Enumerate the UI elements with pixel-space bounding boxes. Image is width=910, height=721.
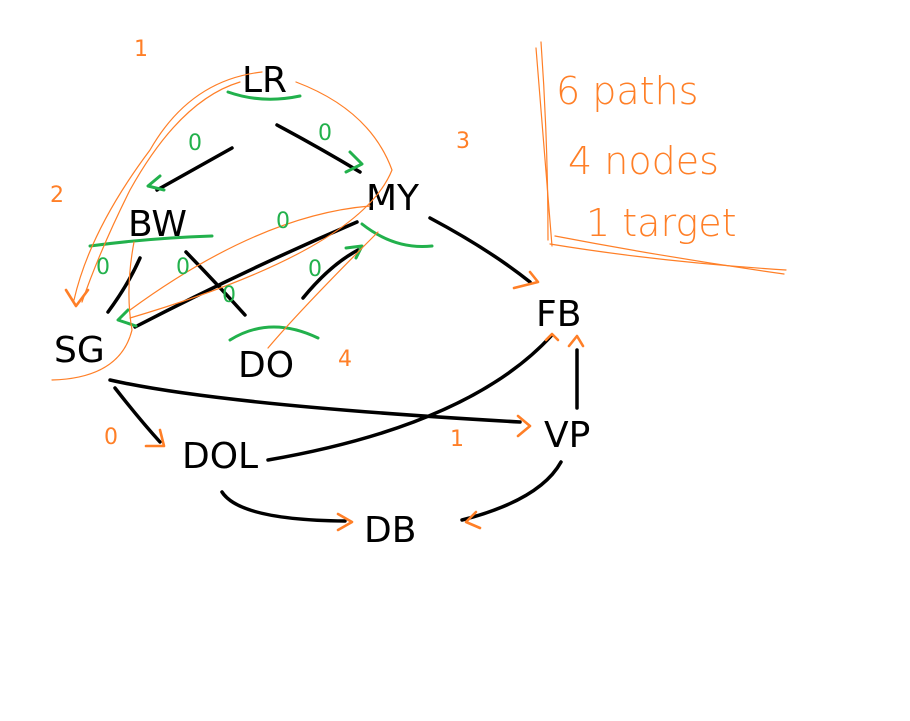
- orange-annotations: 1 2 3 4: [50, 37, 585, 532]
- orange-arrowhead-vp: [516, 414, 532, 438]
- node-lr: LR: [242, 60, 287, 101]
- weight-lr-my: 0: [318, 121, 332, 146]
- orange-arrowhead-fb-left: [544, 332, 560, 342]
- green-arrowhead-sg: [116, 308, 138, 328]
- orange-count-lr: 1: [134, 37, 148, 62]
- note-line-2: 4 nodes: [568, 139, 719, 183]
- note-line-1: 6 paths: [556, 69, 698, 113]
- weight-sg-dol: 0: [104, 425, 118, 450]
- orange-arrowhead-fb: [512, 270, 540, 290]
- graph-edges: [106, 123, 579, 523]
- green-annotations: [88, 90, 434, 342]
- graph-nodes: LR BW MY SG DO FB VP DOL DB: [54, 60, 590, 551]
- weight-lr-bw: 0: [188, 131, 202, 156]
- weight-bw-sg: 0: [96, 255, 110, 280]
- orange-count-bw: 2: [50, 183, 64, 208]
- green-underline-bw: [88, 234, 214, 248]
- green-underline-my: [360, 222, 434, 249]
- node-sg: SG: [54, 330, 105, 371]
- weight-my-sg: 0: [276, 209, 290, 234]
- orange-arrowhead-db-right: [464, 510, 482, 530]
- edge-bw-sg: [106, 256, 142, 314]
- green-arc-do: [228, 325, 320, 342]
- orange-path-sg-wrap: [51, 241, 135, 381]
- node-db: DB: [364, 510, 416, 551]
- edge-sg-dol: [113, 386, 162, 444]
- note-border-bottom: [549, 243, 787, 271]
- edge-lr-my: [275, 123, 362, 174]
- note-border-left-2: [535, 47, 553, 247]
- node-my: MY: [366, 178, 420, 219]
- node-dol: DOL: [182, 436, 258, 477]
- edge-weights: 0 0 0 0 0 0 0 0 1: [96, 121, 464, 452]
- orange-path-lr-sg-left: [73, 71, 263, 301]
- weight-do-my: 0: [308, 257, 322, 282]
- weight-bw-do: 0: [222, 283, 236, 308]
- orange-path-lr-my-sg: [129, 81, 393, 319]
- edge-do-my: [301, 248, 360, 300]
- edge-bw-do: [184, 250, 247, 317]
- edge-lr-bw: [155, 146, 234, 192]
- orange-arrowhead-dol: [144, 428, 166, 448]
- edge-my-sg: [133, 220, 359, 329]
- orange-arrowhead-fb-right: [567, 334, 585, 348]
- edge-my-fb: [428, 216, 532, 284]
- note-border-bottom-2: [554, 235, 785, 275]
- orange-path-lr-sg-mid: [81, 81, 241, 303]
- green-arrowhead-my: [344, 150, 364, 174]
- green-arrowhead-bw: [146, 174, 166, 192]
- node-vp: VP: [544, 415, 590, 456]
- green-arrowhead-do-my: [344, 244, 364, 260]
- orange-path-my-sg-loop: [129, 205, 371, 311]
- orange-count-my: 3: [456, 129, 470, 154]
- weight-sg-vp: 1: [450, 427, 464, 452]
- orange-path-do-loop: [267, 231, 379, 349]
- orange-arrowhead-sg: [64, 288, 90, 308]
- edge-dol-db: [220, 490, 347, 523]
- orange-count-do: 4: [338, 347, 352, 372]
- node-fb: FB: [536, 294, 581, 335]
- green-underline-lr: [226, 90, 302, 101]
- edge-vp-db: [460, 460, 563, 522]
- edge-sg-vp: [108, 378, 522, 424]
- edge-dol-fb: [266, 333, 554, 462]
- orange-arrowhead-db-left: [336, 512, 354, 532]
- note-border-left: [540, 41, 549, 241]
- note-box: 6 paths 4 nodes 1 target: [535, 41, 787, 275]
- weight-near-bw: 0: [176, 255, 190, 280]
- node-do: DO: [238, 345, 294, 386]
- note-line-3: 1 target: [586, 201, 736, 245]
